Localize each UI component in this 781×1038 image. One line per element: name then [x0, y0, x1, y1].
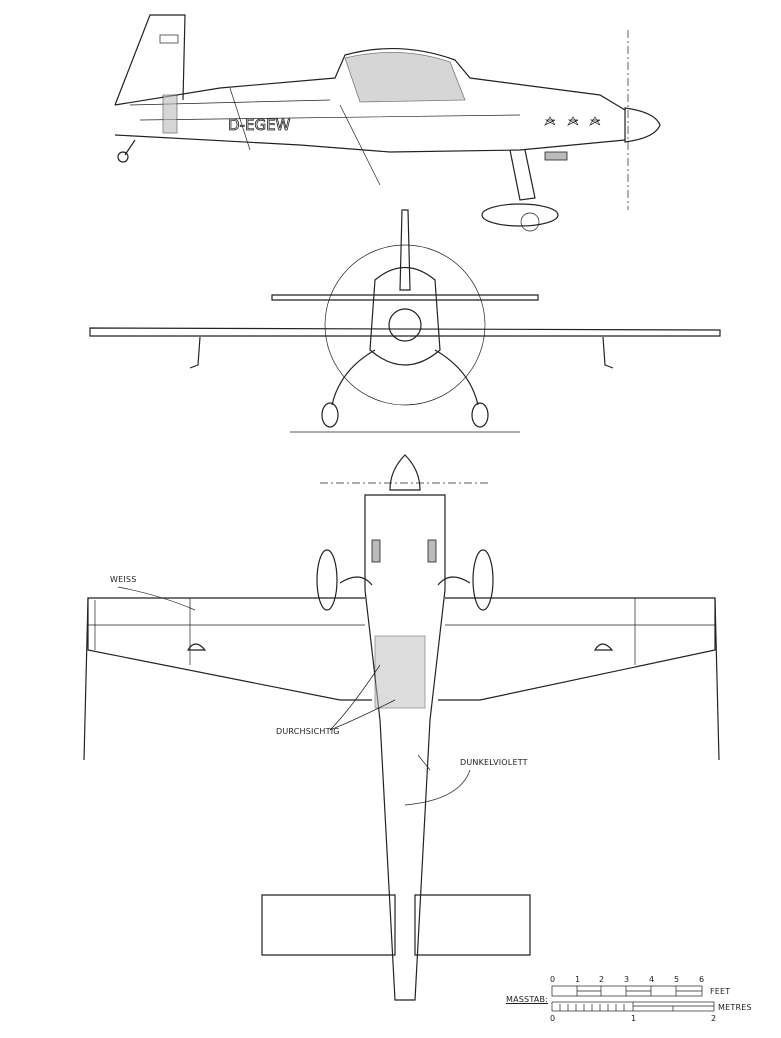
feet-tick: 4 — [649, 975, 655, 984]
front-wing — [89, 327, 721, 337]
front-fuselage — [369, 267, 441, 366]
front-wheel-right — [471, 402, 489, 428]
star-markings — [544, 116, 601, 126]
fuselage-top — [114, 47, 626, 111]
right-wheel-fairing — [472, 549, 494, 611]
front-view — [89, 209, 721, 433]
left-wing — [87, 597, 372, 701]
exhaust — [544, 151, 568, 161]
tailwheel-leg — [124, 139, 136, 156]
panel-lines — [129, 87, 521, 186]
gear-legs-top — [339, 576, 471, 586]
fin-marking — [159, 34, 179, 44]
wheel-fairing — [481, 203, 559, 227]
scale-bar — [551, 985, 715, 1012]
label-dunkelviolett: DUNKELVIOLETT — [460, 758, 528, 767]
label-weiss: WEISS — [110, 575, 137, 584]
top-fuselage — [364, 494, 446, 1001]
front-spinner — [388, 308, 422, 342]
feet-tick: 3 — [624, 975, 630, 984]
front-fin — [399, 209, 411, 291]
metres-tick: 2 — [711, 1014, 717, 1023]
tailwheel — [117, 151, 129, 163]
top-spinner — [389, 454, 421, 491]
spinner — [624, 107, 661, 143]
fin — [114, 14, 186, 106]
wingtip-lines — [83, 597, 720, 761]
front-stabilizer — [271, 294, 539, 301]
feet-tick: 2 — [599, 975, 605, 984]
feet-tick: 5 — [674, 975, 680, 984]
label-durchsichtig: DURCHSICHTIG — [276, 727, 340, 736]
feet-tick: 1 — [575, 975, 581, 984]
feet-label: FEET — [710, 987, 731, 996]
metres-tick: 0 — [550, 1014, 556, 1023]
main-gear-leg — [509, 149, 536, 201]
wingtip-handles — [189, 336, 614, 369]
front-gear-legs — [331, 349, 479, 406]
top-view — [83, 454, 720, 1001]
left-vent — [371, 539, 381, 563]
left-wheel-fairing — [316, 549, 338, 611]
front-wheel-left — [321, 402, 339, 428]
canopy — [344, 51, 466, 103]
right-vent — [427, 539, 437, 563]
wing-panel-lines — [88, 598, 715, 665]
horizontal-tail — [261, 894, 531, 956]
metres-label: METRES — [718, 1003, 752, 1012]
propeller-disc — [324, 244, 486, 406]
registration-marking: D-EGEW — [228, 116, 291, 134]
feet-tick: 0 — [550, 975, 556, 984]
metres-tick: 1 — [631, 1014, 637, 1023]
leader-lines — [117, 586, 471, 806]
tail-transparent-panel — [162, 94, 178, 134]
scale-title: MASSTAB: — [506, 995, 549, 1004]
side-view: D-EGEW — [114, 14, 661, 232]
fuselage-bottom — [114, 134, 626, 153]
feet-tick: 6 — [699, 975, 705, 984]
aileron-handles — [186, 643, 614, 651]
right-wing — [438, 597, 716, 701]
main-wheel — [520, 212, 540, 232]
transparent-panels — [374, 635, 426, 709]
